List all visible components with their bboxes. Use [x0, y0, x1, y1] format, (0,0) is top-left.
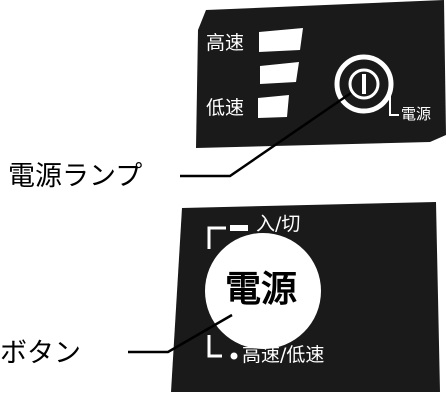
low-speed-label: 低速 [206, 97, 245, 119]
power-button-callout-line [128, 313, 233, 354]
power-button-callout-label: ボタン [0, 338, 81, 369]
power-lamp-icon [334, 54, 394, 114]
high-speed-label: 高速 [206, 32, 245, 54]
on-off-label: 入/切 [256, 213, 301, 235]
speed-bar-high [259, 28, 303, 52]
mode-indicator-bracket [207, 226, 226, 358]
power-lamp-callout-line [180, 91, 352, 178]
power-lamp-callout-label: 電源ランプ [8, 161, 143, 192]
speed-indicator-dot [230, 352, 238, 360]
top-control-panel [196, 0, 446, 148]
speed-bar-mid [260, 62, 299, 84]
power-button-label[interactable]: 電源 [225, 269, 298, 310]
speed-bar-low [258, 95, 289, 118]
on-off-indicator-dash [230, 225, 248, 231]
power-button[interactable] [205, 233, 321, 349]
power-lamp-label: 電源 [401, 105, 432, 123]
speed-toggle-label: 高速/低速 [242, 344, 325, 366]
lamp-label-leader [389, 95, 399, 116]
